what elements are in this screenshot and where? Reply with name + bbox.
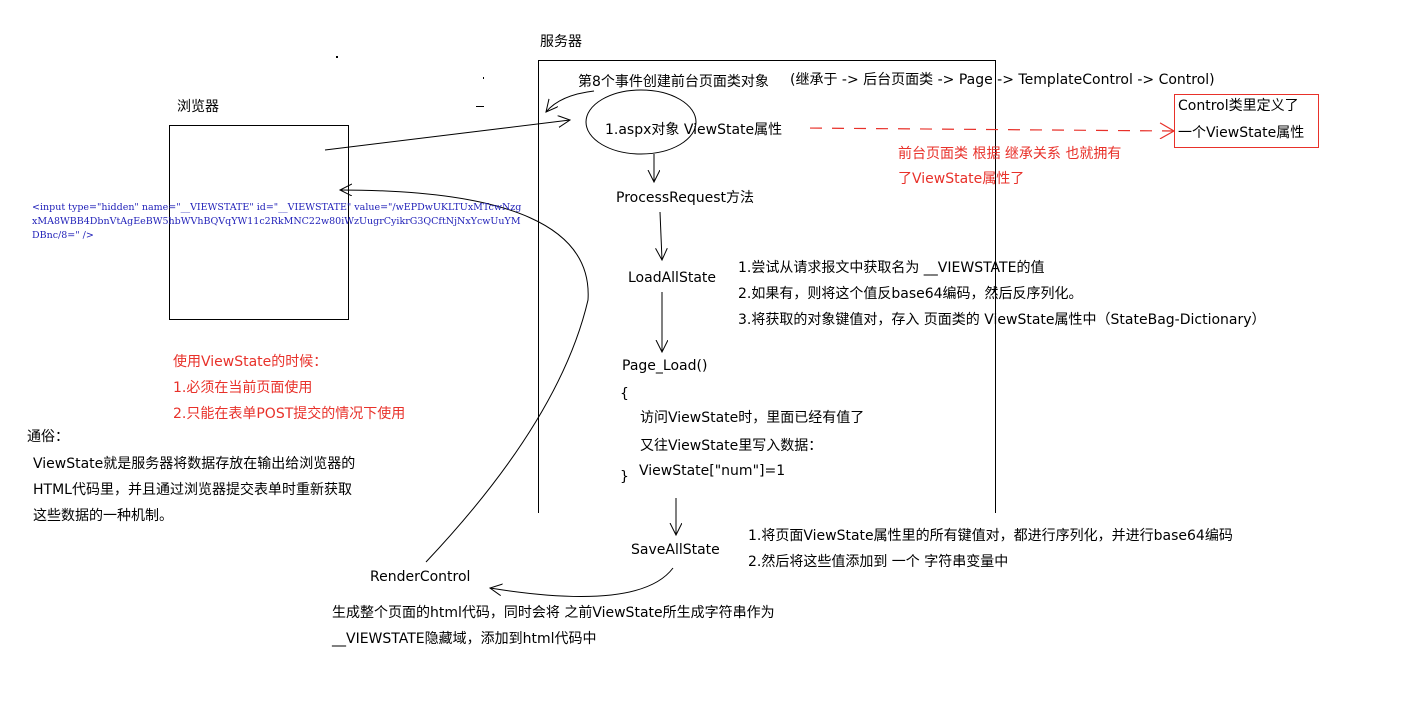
pageload-header: Page_Load() (622, 358, 708, 374)
title-to-ellipse-arrow (546, 90, 595, 112)
aspx-object-ellipse (585, 89, 697, 155)
processrequest-to-loadallstate-arrow (660, 211, 662, 260)
plain-title: 通俗： (27, 429, 69, 445)
save-step-1: 1.将页面ViewState属性里的所有键值对，都进行序列化，并进行base64… (748, 528, 1233, 544)
pageload-line1: 访问ViewState时，里面已经有值了 (640, 410, 865, 426)
browser-window-box (169, 125, 349, 320)
server-box (538, 60, 996, 513)
saveallstate-to-rendercontrol-arrow (490, 567, 674, 597)
inherit-dashed-arrow (801, 128, 1174, 131)
render-note-2: __VIEWSTATE隐藏域，添加到html代码中 (332, 631, 597, 647)
loadallstate-label: LoadAllState (628, 270, 716, 286)
saveallstate-label: SaveAllState (631, 542, 720, 558)
inherit-note-line2: 了ViewState属性了 (898, 171, 1025, 187)
load-step-2: 2.如果有，则将这个值反base64编码，然后反序列化。 (738, 286, 1083, 302)
control-note-line2: 一个ViewState属性 (1178, 125, 1305, 141)
hidden-input-code: <input type="hidden" name="__VIEWSTATE" … (32, 202, 522, 241)
plain-line-2: HTML代码里，并且通过浏览器提交表单时重新获取 (33, 482, 352, 498)
load-step-1: 1.尝试从请求报文中获取名为 __VIEWSTATE的值 (738, 260, 1045, 276)
response-arrow (340, 190, 589, 563)
plain-line-3: 这些数据的一种机制。 (33, 508, 173, 524)
pageload-line2: 又往ViewState里写入数据： (640, 438, 823, 454)
pageload-line3: ViewState["num"]=1 (639, 463, 786, 479)
usage-rule-1: 1.必须在当前页面使用 (173, 380, 313, 396)
pageload-close-brace: } (620, 469, 629, 485)
load-step-3: 3.将获取的对象键值对，存入 页面类的 ViewState属性中（StateBa… (738, 312, 1266, 328)
pageload-open-brace: { (620, 386, 629, 402)
control-note-box (1174, 94, 1319, 148)
processrequest-label: ProcessRequest方法 (616, 190, 754, 206)
inherit-note-line1: 前台页面类 根据 继承关系 也就拥有 (898, 146, 1122, 162)
ellipse-label: 1.aspx对象 ViewState属性 (605, 122, 783, 138)
save-step-2: 2.然后将这些值添加到 一个 字符串变量中 (748, 554, 1009, 570)
usage-rule-2: 2.只能在表单POST提交的情况下使用 (173, 406, 406, 422)
stray-dot (483, 77, 484, 79)
stray-dot (336, 56, 338, 58)
server-label: 服务器 (540, 34, 582, 50)
control-note-line1: Control类里定义了 (1178, 98, 1299, 114)
render-note-1: 生成整个页面的html代码，同时会将 之前ViewState所生成字符串作为 (332, 605, 775, 621)
rendercontrol-label: RenderControl (370, 569, 471, 585)
plain-line-1: ViewState就是服务器将数据存放在输出给浏览器的 (33, 456, 356, 472)
browser-label: 浏览器 (177, 99, 219, 115)
event8-title: 第8个事件创建前台页面类对象 (578, 74, 769, 90)
stray-dash (476, 106, 484, 107)
request-arrow (324, 120, 570, 151)
usage-title: 使用ViewState的时候： (173, 354, 328, 370)
inheritance-chain: (继承于 -> 后台页面类 -> Page -> TemplateControl… (790, 72, 1215, 88)
